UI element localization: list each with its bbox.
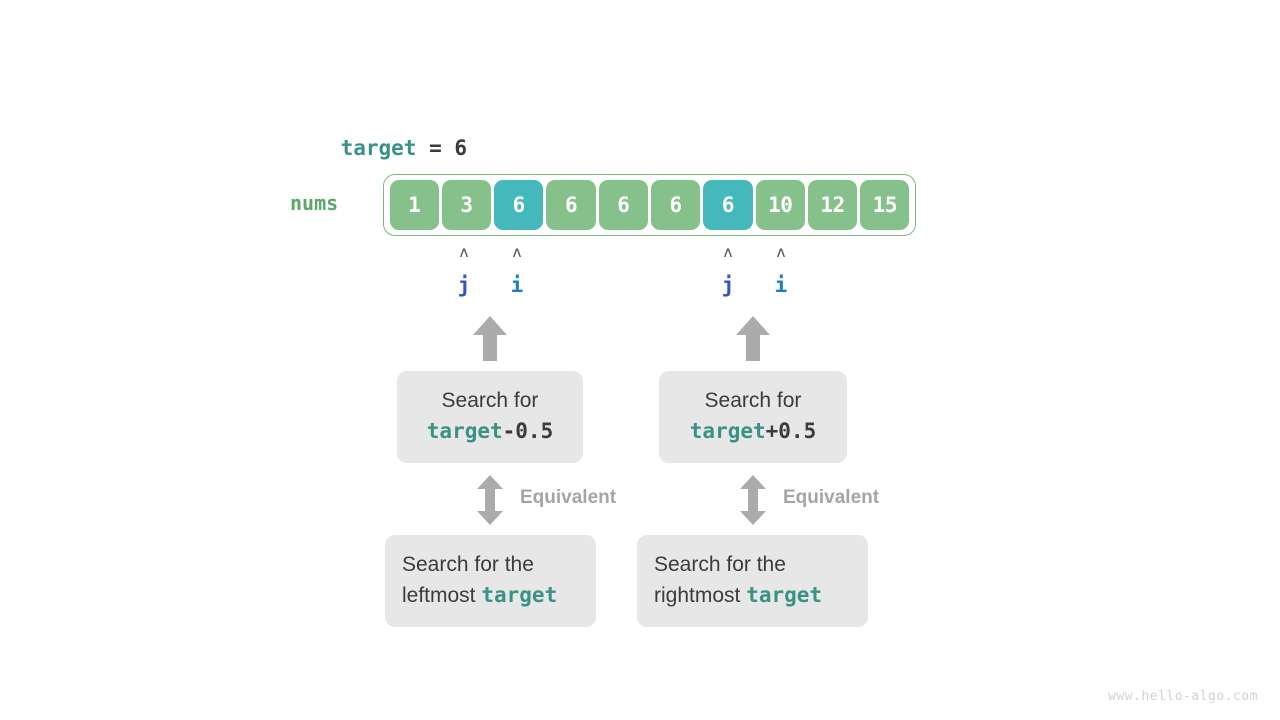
lower-box-right-line2: rightmost target: [654, 580, 822, 613]
pointer-label-j: j: [721, 273, 735, 297]
upper-box-left-line2: target-0.5: [427, 416, 553, 449]
caret-icon: ʌ: [776, 243, 786, 261]
arrow-double-icon-left: [475, 474, 505, 526]
pointer-label-i: i: [774, 273, 788, 297]
lower-box-left[interactable]: Search for the leftmost target: [385, 535, 596, 627]
array-cell[interactable]: 6: [598, 180, 648, 230]
equivalent-label-right: Equivalent: [783, 487, 880, 508]
upper-box-right-line1: Search for: [704, 389, 802, 412]
array-cell-highlighted[interactable]: 6: [703, 180, 753, 230]
array-cell-highlighted[interactable]: 6: [494, 180, 544, 230]
pointer-label-j: j: [457, 273, 471, 297]
array-cell[interactable]: 3: [441, 180, 492, 230]
lower-box-left-line2: leftmost target: [402, 580, 557, 613]
arrow-up-icon-left: [471, 314, 509, 362]
lower-box-right-line1: Search for the: [654, 553, 786, 576]
target-variable-name: target: [340, 136, 417, 160]
array-cell[interactable]: 6: [546, 180, 596, 230]
pointer-label-i: i: [510, 273, 524, 297]
watermark: www.hello-algo.com: [1108, 689, 1258, 704]
nums-array: 1 3 6 6 6 6 6 10 12 15: [383, 174, 916, 236]
array-cell[interactable]: 1: [389, 180, 439, 230]
lower-box-left-line1: Search for the: [402, 553, 534, 576]
upper-box-left-line1: Search for: [441, 389, 539, 412]
upper-box-left-offset-token: -0.5: [502, 419, 554, 443]
equivalent-label-left: Equivalent: [520, 487, 617, 508]
target-value: 6: [454, 136, 468, 160]
array-cell[interactable]: 15: [860, 180, 910, 230]
upper-box-left-target-token: target: [426, 419, 503, 443]
pointer-i-right: ʌ i: [761, 245, 801, 298]
upper-box-right[interactable]: Search for target+0.5: [659, 371, 847, 463]
target-equals-sign: =: [416, 136, 455, 160]
caret-icon: ʌ: [512, 243, 522, 261]
caret-icon: ʌ: [459, 243, 469, 261]
arrow-up-icon-right: [734, 314, 772, 362]
target-declaration: target = 6: [290, 112, 467, 184]
lower-box-right[interactable]: Search for the rightmost target: [637, 535, 868, 627]
upper-box-right-target-token: target: [689, 419, 766, 443]
array-cell[interactable]: 12: [807, 180, 858, 230]
upper-box-right-offset-token: +0.5: [765, 419, 817, 443]
lower-box-left-prefix: leftmost: [402, 584, 482, 607]
arrow-double-icon-right: [738, 474, 768, 526]
upper-box-left[interactable]: Search for target-0.5: [397, 371, 583, 463]
pointer-i-left: ʌ i: [497, 245, 537, 298]
lower-box-right-prefix: rightmost: [654, 584, 747, 607]
pointer-j-left: ʌ j: [444, 245, 484, 298]
lower-box-right-target-token: target: [746, 583, 823, 607]
caret-icon: ʌ: [723, 243, 733, 261]
array-cell[interactable]: 10: [755, 180, 805, 230]
array-cell[interactable]: 6: [650, 180, 701, 230]
upper-box-right-line2: target+0.5: [690, 416, 816, 449]
pointer-j-right: ʌ j: [708, 245, 748, 298]
nums-label: nums: [290, 191, 339, 215]
lower-box-left-target-token: target: [481, 583, 558, 607]
